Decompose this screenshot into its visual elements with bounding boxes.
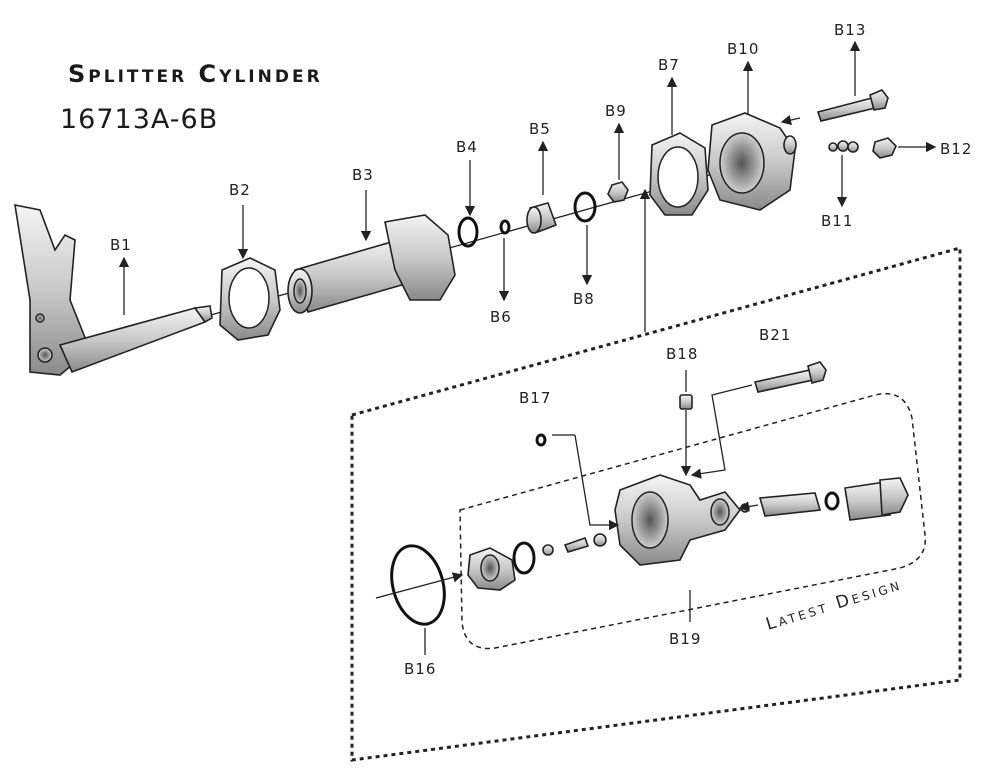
callout-b1: B1 <box>110 236 132 254</box>
callout-b17: B17 <box>519 389 551 407</box>
part-b5-piston <box>526 202 558 234</box>
callout-b8: B8 <box>573 290 595 308</box>
part-b10-end-cover <box>707 112 797 211</box>
part-b2-gasket <box>219 257 281 341</box>
diagram-title: Splitter Cylinder <box>68 60 323 88</box>
latest-design-label: Latest Design <box>764 574 905 634</box>
part-b17-o-ring <box>535 433 547 447</box>
callout-lines-bottom <box>375 370 759 655</box>
part-b8-o-ring <box>573 191 597 223</box>
callout-b6: B6 <box>490 308 512 326</box>
callout-b10: B10 <box>727 40 759 58</box>
part-b21-bolt <box>753 361 827 393</box>
part-b19-housing <box>467 474 909 591</box>
part-b4-o-ring <box>457 216 479 248</box>
part-b12-plug <box>872 137 897 159</box>
part-b1-shift-fork <box>14 203 213 376</box>
part-b9-nut <box>607 181 629 203</box>
part-b18-plug <box>679 394 693 410</box>
callout-b21: B21 <box>759 326 791 344</box>
part-b3-cylinder <box>287 214 456 314</box>
callout-b3: B3 <box>352 166 374 184</box>
callout-b11: B11 <box>821 212 853 230</box>
part-b6-o-ring <box>499 219 511 235</box>
callout-b18: B18 <box>666 345 698 363</box>
callout-lines-top <box>118 40 937 332</box>
part-number: 16713A-6B <box>60 104 218 135</box>
callout-b16: B16 <box>404 660 436 678</box>
callout-b12: B12 <box>940 140 972 158</box>
callout-b7: B7 <box>658 56 680 74</box>
callout-b19: B19 <box>669 630 701 648</box>
part-b7-gasket <box>649 132 709 216</box>
callout-b13: B13 <box>834 21 866 39</box>
part-b11-valve-set <box>828 140 859 153</box>
callout-b5: B5 <box>529 120 551 138</box>
callout-b9: B9 <box>605 102 627 120</box>
callout-b2: B2 <box>229 181 251 199</box>
part-b13-bolt <box>816 89 889 122</box>
callout-b4: B4 <box>456 138 478 156</box>
b19-assembly-outline <box>459 393 927 650</box>
part-b16-o-ring <box>390 544 446 626</box>
